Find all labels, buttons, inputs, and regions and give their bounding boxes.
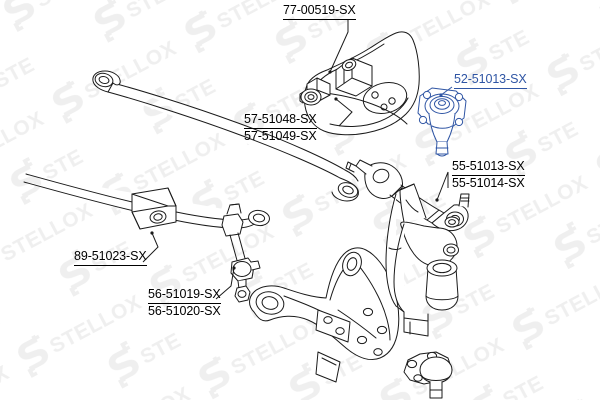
callout-57-51048-sx[interactable]: 57-51048-SX 57-51049-SX [244,112,317,145]
callout-56-51019-sx[interactable]: 56-51019-SX 56-51020-SX [148,287,221,320]
part-number: 57-51048-SX [244,112,317,129]
part-number: 89-51023-SX [74,249,147,266]
part-number: 56-51019-SX [148,287,221,304]
part-number: 55-51013-SX [452,159,525,176]
callout-89-51023-sx[interactable]: 89-51023-SX [74,249,147,266]
part-number: 56-51020-SX [148,304,221,318]
part-number: 57-51049-SX [244,129,317,143]
callout-77-00519-sx[interactable]: 77-00519-SX [283,3,356,20]
part-number: 52-51013-SX [454,72,527,89]
part-number: 77-00519-SX [283,3,356,20]
part-number: 55-51014-SX [452,176,525,190]
callout-52-51013-sx[interactable]: 52-51013-SX [454,72,527,89]
callout-55-51013-sx[interactable]: 55-51013-SX 55-51014-SX [452,159,525,192]
